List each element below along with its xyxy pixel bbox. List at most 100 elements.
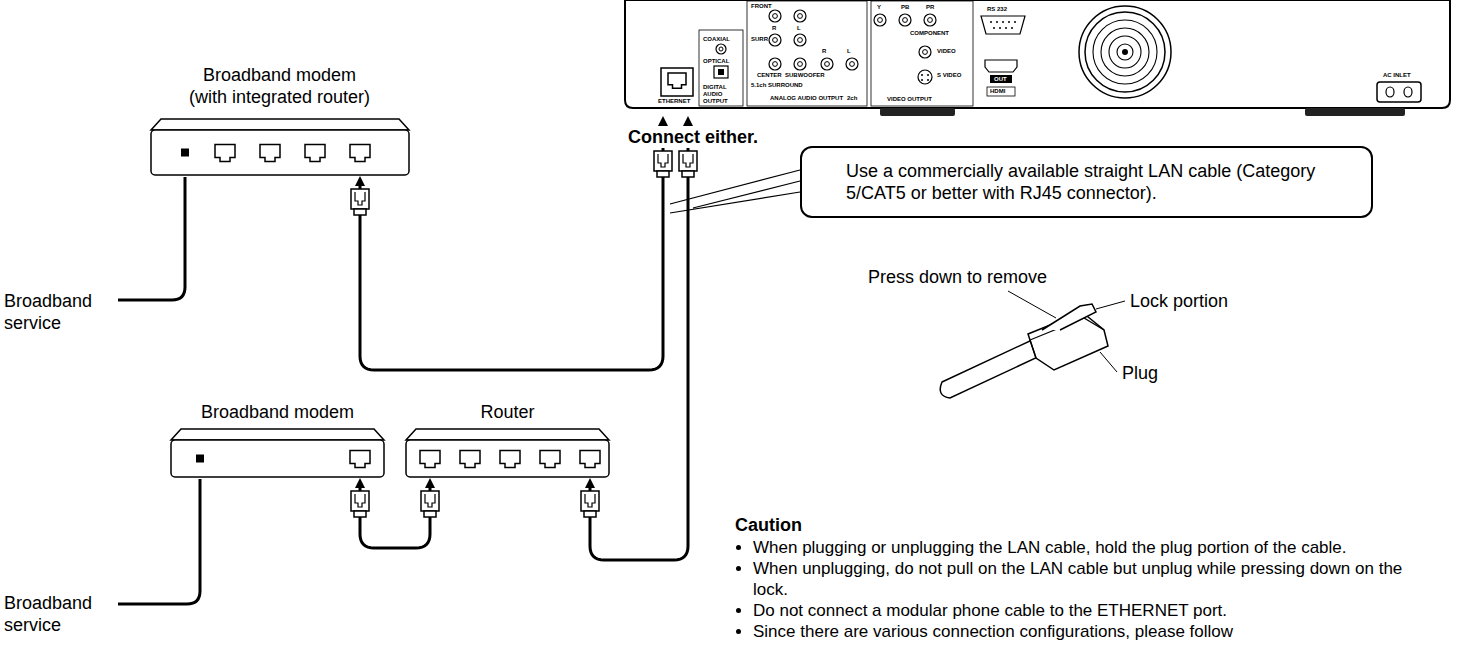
ethernet-port — [668, 73, 686, 88]
rs232-pin — [993, 27, 995, 29]
panel-label: ANALOG AUDIO OUTPUT — [770, 95, 843, 102]
svideo-pin — [927, 74, 929, 76]
fan-grill — [1093, 20, 1157, 84]
rca-jack-core — [903, 18, 908, 23]
fan-grill — [1079, 6, 1171, 98]
panel-label: RS 232 — [987, 6, 1007, 13]
rs232-pin — [1005, 27, 1007, 29]
service-label: Broadband service — [4, 290, 114, 334]
node-outline — [150, 118, 410, 176]
panel-label: L — [797, 25, 801, 32]
ethernet-port — [500, 451, 520, 468]
panel-label: SUBWOOFER — [785, 72, 825, 79]
device-heading: Broadband modem (with integrated router) — [182, 64, 377, 108]
ac-pin — [1386, 87, 1394, 97]
section-frame — [871, 1, 973, 106]
panel-label: CENTER — [757, 72, 782, 79]
optical-jack — [714, 66, 728, 78]
optical-jack-core — [718, 69, 724, 75]
section-frame — [747, 1, 867, 106]
fan-hub — [1122, 49, 1128, 55]
rs232-pin — [1014, 21, 1016, 23]
fan-grill — [1101, 28, 1149, 76]
node-outline — [625, 0, 1450, 116]
ethernet-port — [460, 451, 480, 468]
ethernet-port — [260, 145, 280, 162]
rca-jack-core — [798, 38, 803, 43]
rca-jack — [794, 58, 806, 70]
caution-heading: Caution — [735, 514, 1425, 537]
ac-inlet — [1377, 82, 1421, 102]
rca-jack-core — [878, 18, 883, 23]
out-badge — [990, 75, 1012, 83]
lan-plug — [351, 189, 369, 215]
service-line — [118, 479, 200, 604]
panel-label: R — [822, 48, 826, 55]
rca-jack-core — [773, 38, 778, 43]
rca-jack — [794, 10, 806, 22]
cable-illustration — [940, 340, 1040, 398]
leader-line — [1008, 291, 1056, 318]
ac-pin — [1404, 87, 1412, 97]
panel-label: Y — [877, 4, 881, 11]
leader-line — [1100, 352, 1117, 372]
svideo-pin — [927, 79, 929, 81]
part-label: Press down to remove — [868, 266, 1047, 288]
device-heading: Router — [375, 401, 640, 423]
lan-plug — [351, 491, 369, 517]
lock-tab — [1042, 304, 1096, 330]
callout-pointer — [670, 170, 800, 213]
router-box: Router — [405, 428, 610, 478]
service-port — [196, 455, 204, 463]
panel-label: OUT — [994, 76, 1007, 83]
panel-label: HDMI — [990, 88, 1005, 95]
ethernet-port — [420, 451, 440, 468]
lan-plug — [421, 491, 439, 517]
lan-cable — [590, 124, 688, 560]
rca-jack — [924, 14, 936, 26]
rca-jack — [769, 10, 781, 22]
rca-jack — [716, 44, 726, 54]
box-top — [171, 429, 384, 440]
box-top — [151, 119, 409, 130]
rca-jack — [919, 46, 931, 58]
panel-label: ETHERNET — [658, 98, 690, 105]
rs232-pin — [996, 21, 998, 23]
fan-grill — [1085, 12, 1165, 92]
rca-jack-core — [928, 18, 933, 23]
panel-label: VIDEO — [937, 48, 956, 55]
panel-label: PB — [901, 4, 909, 11]
service-label: Broadband service — [4, 592, 114, 636]
svideo-pin — [921, 79, 923, 81]
caution-list: When plugging or unplugging the LAN cabl… — [735, 537, 1425, 642]
rs232-pin — [999, 27, 1001, 29]
rca-jack — [769, 58, 781, 70]
lan-plug — [581, 491, 599, 517]
lan-cable — [360, 486, 430, 548]
panel-label: PR — [926, 4, 934, 11]
panel-label: 5.1ch SURROUND — [751, 82, 803, 89]
rca-jack-core — [923, 50, 928, 55]
ethernet-port — [215, 145, 235, 162]
fan-grill — [1117, 44, 1133, 60]
modem-router-box: Broadband modem (with integrated router) — [150, 118, 410, 176]
panel-label: COMPONENT — [910, 30, 949, 37]
panel-label: DIGITAL AUDIO OUTPUT — [703, 84, 733, 105]
device-heading: Broadband modem — [140, 401, 415, 423]
player-foot — [1305, 108, 1405, 116]
rca-jack-core — [850, 62, 855, 67]
hdmi-port — [985, 60, 1017, 72]
leader-line — [1096, 301, 1125, 309]
rca-jack — [821, 58, 833, 70]
service-port — [181, 149, 189, 157]
box-top — [406, 429, 609, 440]
callout-text: Use a commercially available straight LA… — [846, 160, 1331, 204]
panel-label: OPTICAL — [703, 58, 729, 65]
player-back-panel: ETHERNETCOAXIALOPTICALDIGITAL AUDIO OUTP… — [625, 0, 1450, 116]
rca-jack — [874, 14, 886, 26]
rca-jack-core — [798, 62, 803, 67]
box-front — [406, 440, 609, 477]
panel-label: R — [772, 25, 776, 32]
rca-jack-core — [773, 14, 778, 19]
rca-jack — [899, 14, 911, 26]
